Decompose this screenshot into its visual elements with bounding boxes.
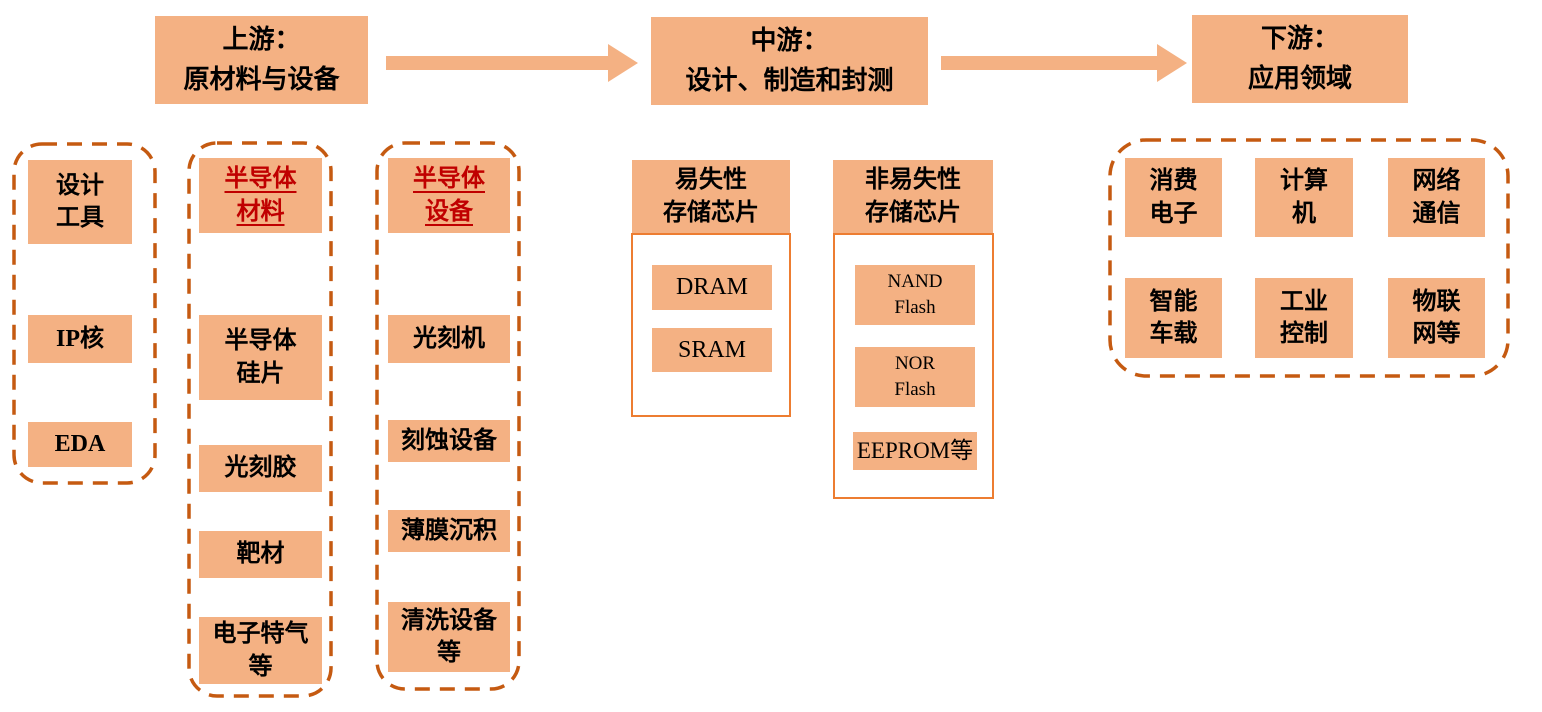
node-iot: 物联 网等 xyxy=(1388,278,1485,358)
node-silicon-wafer-line2: 硅片 xyxy=(236,360,285,387)
node-nor-flash-line2: Flash xyxy=(894,379,936,400)
arrow-bar xyxy=(941,56,1157,70)
flow-header-downstream-line1: 下游： xyxy=(1260,23,1339,53)
node-consumer-electronics-line1: 消费 xyxy=(1149,168,1198,195)
node-lithography-machine-label: 光刻机 xyxy=(413,325,485,352)
flow-header-upstream: 上游： 原材料与设备 xyxy=(155,16,368,104)
group-header-equipment-line2: 设备 xyxy=(425,198,473,225)
flow-header-midstream: 中游： 设计、制造和封测 xyxy=(651,17,928,105)
equipment-group-outline xyxy=(375,141,521,691)
node-dram: DRAM xyxy=(652,265,772,310)
header-volatile-memory-line1: 易失性 xyxy=(675,167,747,194)
materials-group-outline xyxy=(187,141,333,698)
node-etching-equipment-label: 刻蚀设备 xyxy=(401,427,497,454)
node-eda-label: EDA xyxy=(54,431,106,458)
node-photoresist-label: 光刻胶 xyxy=(224,455,297,482)
node-industrial-control: 工业 控制 xyxy=(1255,278,1353,358)
container-volatile-memory xyxy=(631,233,791,417)
flow-header-upstream-line2: 原材料与设备 xyxy=(183,65,340,94)
node-computer-line2: 机 xyxy=(1292,200,1316,227)
node-smart-vehicle: 智能 车载 xyxy=(1125,278,1222,358)
group-header-materials: 半导体 材料 xyxy=(199,158,322,233)
group-header-equipment: 半导体 设备 xyxy=(388,158,510,233)
node-dram-label: DRAM xyxy=(675,274,748,301)
header-volatile-memory: 易失性 存储芯片 xyxy=(632,160,790,233)
arrow-bar xyxy=(386,56,608,70)
node-nand-flash: NAND Flash xyxy=(855,265,975,325)
flow-header-upstream-line1: 上游： xyxy=(222,24,301,54)
node-design-tools-line2: 工具 xyxy=(56,205,104,231)
node-network-communication-line1: 网络 xyxy=(1412,168,1461,195)
node-design-tools: 设计 工具 xyxy=(28,160,132,244)
design-tools-group-outline xyxy=(12,142,157,485)
group-header-materials-line2: 材料 xyxy=(236,198,285,225)
header-nonvolatile-memory: 非易失性 存储芯片 xyxy=(833,160,993,233)
flow-header-midstream-line2: 设计、制造和封测 xyxy=(685,66,894,95)
node-electronic-gases-line1: 电子特气 xyxy=(212,621,309,648)
node-cleaning-equipment-line1: 清洗设备 xyxy=(401,607,497,634)
node-photoresist: 光刻胶 xyxy=(199,445,322,492)
arrow-head xyxy=(1157,44,1187,82)
node-industrial-control-line1: 工业 xyxy=(1280,288,1328,315)
node-eeprom-label: EEPROM等 xyxy=(856,438,974,464)
node-industrial-control-line2: 控制 xyxy=(1280,321,1328,347)
node-nand-flash-line1: NAND xyxy=(887,271,943,293)
node-cleaning-equipment-line2: 等 xyxy=(437,640,461,666)
node-network-communication-line2: 通信 xyxy=(1412,200,1461,227)
group-header-materials-line1: 半导体 xyxy=(224,166,297,193)
node-sram: SRAM xyxy=(652,328,772,372)
node-iot-line2: 网等 xyxy=(1412,321,1461,347)
node-smart-vehicle-line2: 车载 xyxy=(1149,321,1198,347)
node-silicon-wafer: 半导体 硅片 xyxy=(199,315,322,400)
node-lithography-machine: 光刻机 xyxy=(388,315,510,363)
node-silicon-wafer-line1: 半导体 xyxy=(224,328,297,355)
node-smart-vehicle-line1: 智能 xyxy=(1149,288,1198,315)
arrow-right-icon-2 xyxy=(941,44,1187,82)
node-network-communication: 网络 通信 xyxy=(1388,158,1485,237)
node-thin-film-deposition: 薄膜沉积 xyxy=(388,510,510,552)
container-nonvolatile-memory xyxy=(833,233,994,499)
node-eda: EDA xyxy=(28,422,132,467)
node-nand-flash-line2: Flash xyxy=(894,297,936,318)
node-sram-label: SRAM xyxy=(677,336,747,363)
node-electronic-gases: 电子特气 等 xyxy=(199,617,322,684)
applications-group-outline xyxy=(1108,138,1510,378)
header-nonvolatile-memory-line1: 非易失性 xyxy=(865,167,961,194)
node-ip-core: IP核 xyxy=(28,315,132,363)
flow-header-midstream-line1: 中游： xyxy=(750,25,829,55)
header-volatile-memory-line2: 存储芯片 xyxy=(663,199,759,226)
flow-header-downstream-line2: 应用领域 xyxy=(1247,64,1352,93)
node-thin-film-deposition-label: 薄膜沉积 xyxy=(401,517,497,544)
node-etching-equipment: 刻蚀设备 xyxy=(388,420,510,462)
node-consumer-electronics: 消费 电子 xyxy=(1125,158,1222,237)
node-target-material-label: 靶材 xyxy=(236,541,285,568)
node-nor-flash-line1: NOR xyxy=(894,353,936,375)
header-nonvolatile-memory-line2: 存储芯片 xyxy=(865,199,961,226)
arrow-head xyxy=(608,44,638,82)
node-design-tools-line1: 设计 xyxy=(56,172,104,199)
node-computer: 计算 机 xyxy=(1255,158,1353,237)
arrow-right-icon-1 xyxy=(386,44,638,82)
flow-header-downstream: 下游： 应用领域 xyxy=(1192,15,1408,103)
node-ip-core-label: IP核 xyxy=(56,325,104,352)
node-eeprom: EEPROM等 xyxy=(853,432,977,470)
group-header-equipment-line1: 半导体 xyxy=(413,166,485,193)
node-consumer-electronics-line2: 电子 xyxy=(1149,200,1198,227)
node-electronic-gases-line2: 等 xyxy=(248,653,273,680)
node-cleaning-equipment: 清洗设备 等 xyxy=(388,602,510,672)
node-computer-line1: 计算 xyxy=(1280,168,1328,195)
node-nor-flash: NOR Flash xyxy=(855,347,975,407)
node-iot-line1: 物联 xyxy=(1412,288,1461,315)
node-target-material: 靶材 xyxy=(199,531,322,578)
